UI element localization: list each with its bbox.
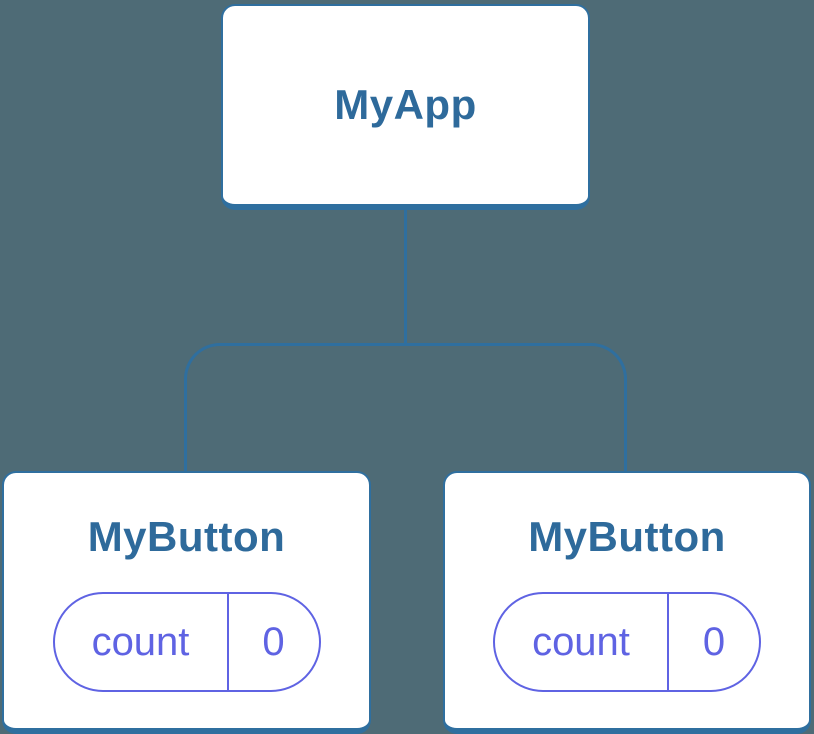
state-key-label: count <box>91 619 190 664</box>
root-node-myapp: MyApp <box>221 4 590 210</box>
state-value: 0 <box>667 594 759 690</box>
child-node-label: MyButton <box>528 513 726 560</box>
child-node-mybutton-left: MyButton count 0 <box>2 471 371 734</box>
child-node-mybutton-right: MyButton count 0 <box>443 471 811 734</box>
connector-trunk-line <box>404 208 407 346</box>
connector-branch-line <box>184 343 627 473</box>
state-pill: count 0 <box>493 592 761 692</box>
state-key-label: count <box>532 619 630 664</box>
state-pill: count 0 <box>52 592 321 692</box>
root-node-label: MyApp <box>334 81 477 128</box>
state-value: 0 <box>226 594 319 690</box>
child-node-label: MyButton <box>87 513 286 560</box>
